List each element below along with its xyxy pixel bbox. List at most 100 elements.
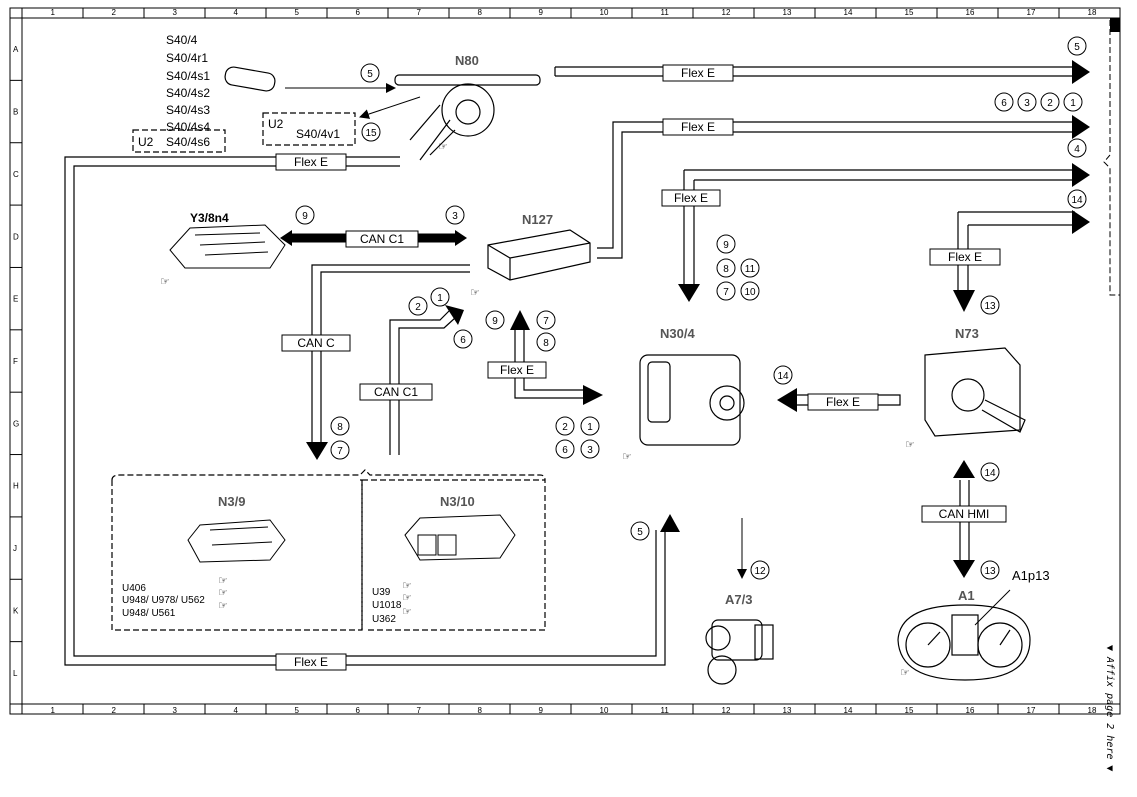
y38n4-drawing: [169, 224, 286, 269]
grid-col-8-top: 8: [478, 8, 483, 17]
reference-circle: 5: [630, 521, 650, 541]
grid-col-1-top: 1: [51, 8, 56, 17]
grid-col-2-bottom: 2: [112, 706, 117, 715]
svg-text:5: 5: [367, 69, 373, 80]
svg-text:U362: U362: [372, 614, 396, 625]
svg-text:14: 14: [777, 371, 789, 382]
grid-col-6-bottom: 6: [356, 706, 361, 715]
grid-col-16-top: 16: [966, 8, 975, 17]
dashed-boxes: [111, 112, 546, 631]
bus-label-flex-e-8: Flex E: [275, 653, 347, 671]
grid-col-16-bottom: 16: [966, 706, 975, 715]
label-a1: A1: [958, 588, 975, 603]
reference-circle: 7: [330, 440, 350, 460]
label-n73: N73: [955, 326, 979, 341]
n39-drawing: [187, 519, 286, 563]
grid-col-8-bottom: 8: [478, 706, 483, 715]
reference-circle: 9: [716, 234, 736, 254]
label-n80: N80: [455, 53, 479, 68]
grid-row-B: B: [13, 108, 18, 117]
svg-text:Flex E: Flex E: [674, 191, 708, 205]
n80-drawing: [394, 74, 541, 161]
grid-col-7-top: 7: [417, 8, 422, 17]
pointing-hand-icon: ☞: [905, 438, 915, 451]
svg-text:5: 5: [1074, 42, 1080, 53]
svg-text:Flex E: Flex E: [681, 66, 715, 80]
grid-col-3-top: 3: [173, 8, 178, 17]
grid-col-5-bottom: 5: [295, 706, 300, 715]
grid-row-F: F: [13, 357, 18, 366]
bus-label-can-c: CAN C: [281, 334, 351, 352]
bus-label-can-c1-top: CAN C1: [345, 230, 419, 248]
reference-circle: 6: [555, 439, 575, 459]
n304-drawing: [639, 354, 745, 446]
side-note: ▼ Affix page 2 here ▼: [1104, 645, 1115, 771]
reference-circle: 13: [980, 295, 1000, 315]
svg-text:CAN C: CAN C: [297, 336, 335, 350]
svg-text:14: 14: [1071, 195, 1083, 206]
svg-text:8: 8: [543, 338, 549, 349]
svg-text:6: 6: [1001, 98, 1007, 109]
reference-circle: 3: [580, 439, 600, 459]
reference-circle: 3: [445, 205, 465, 225]
reference-circle: 10: [740, 281, 760, 301]
svg-text:9: 9: [723, 240, 729, 251]
svg-text:14: 14: [984, 468, 996, 479]
bus-label-flex-e-1: Flex E: [662, 64, 734, 82]
grid-col-9-bottom: 9: [539, 706, 544, 715]
label-a1p13: A1p13: [1012, 568, 1050, 583]
reference-icons: ☞☞☞☞☞☞☞☞☞☞☞☞: [160, 140, 915, 679]
bus-label-flex-e-6: Flex E: [487, 361, 547, 379]
reference-circle: 14: [1067, 189, 1087, 209]
svg-text:U948/ U978/ U562: U948/ U978/ U562: [122, 595, 205, 606]
svg-text:7: 7: [723, 287, 729, 298]
pointing-hand-icon: ☞: [438, 140, 448, 153]
label-n127: N127: [522, 212, 553, 227]
svg-text:7: 7: [337, 446, 343, 457]
svg-text:U406: U406: [122, 583, 146, 594]
reference-circle: 13: [980, 560, 1000, 580]
reference-circle: 11: [740, 258, 760, 278]
svg-text:15: 15: [365, 128, 377, 139]
svg-text:S40/4s1: S40/4s1: [166, 69, 210, 83]
svg-text:Flex E: Flex E: [948, 250, 982, 264]
thin-arrows: [285, 83, 1011, 626]
grid-col-17-bottom: 17: [1027, 706, 1036, 715]
grid-col-4-bottom: 4: [234, 706, 239, 715]
svg-text:Flex E: Flex E: [294, 155, 328, 169]
grid-row-D: D: [13, 232, 19, 241]
corner-tab: [1110, 18, 1120, 32]
grid-frame: [9, 7, 1121, 715]
svg-text:4: 4: [1074, 144, 1080, 155]
grid-col-12-top: 12: [722, 8, 731, 17]
grid-row-G: G: [13, 419, 19, 428]
svg-text:U2: U2: [268, 117, 284, 131]
reference-circle: 9: [295, 205, 315, 225]
grid-col-13-top: 13: [783, 8, 792, 17]
bus-label-can-c1-mid: CAN C1: [359, 383, 433, 401]
reference-circle: 8: [536, 332, 556, 352]
reference-circle: 12: [750, 560, 770, 580]
grid-col-3-bottom: 3: [173, 706, 178, 715]
grid-col-18-bottom: 18: [1088, 706, 1097, 715]
svg-text:2: 2: [562, 422, 568, 433]
n310-drawing: [404, 514, 516, 561]
grid-col-7-bottom: 7: [417, 706, 422, 715]
a73-drawing: [705, 619, 774, 685]
pointing-hand-icon: ☞: [218, 574, 228, 587]
svg-text:13: 13: [984, 566, 996, 577]
grid-col-2-top: 2: [112, 8, 117, 17]
grid-col-12-bottom: 12: [722, 706, 731, 715]
svg-text:Flex E: Flex E: [500, 363, 534, 377]
reference-circle: 6: [994, 92, 1014, 112]
bus-label-flex-e-5: Flex E: [275, 153, 347, 171]
reference-circle: 8: [330, 416, 350, 436]
grid-col-11-top: 11: [661, 8, 670, 17]
n127-drawing: [487, 229, 591, 281]
grid-col-10-bottom: 10: [600, 706, 609, 715]
grid-col-14-bottom: 14: [844, 706, 853, 715]
right-bracket: [1103, 20, 1120, 296]
svg-text:5: 5: [637, 527, 643, 538]
svg-text:7: 7: [543, 316, 549, 327]
